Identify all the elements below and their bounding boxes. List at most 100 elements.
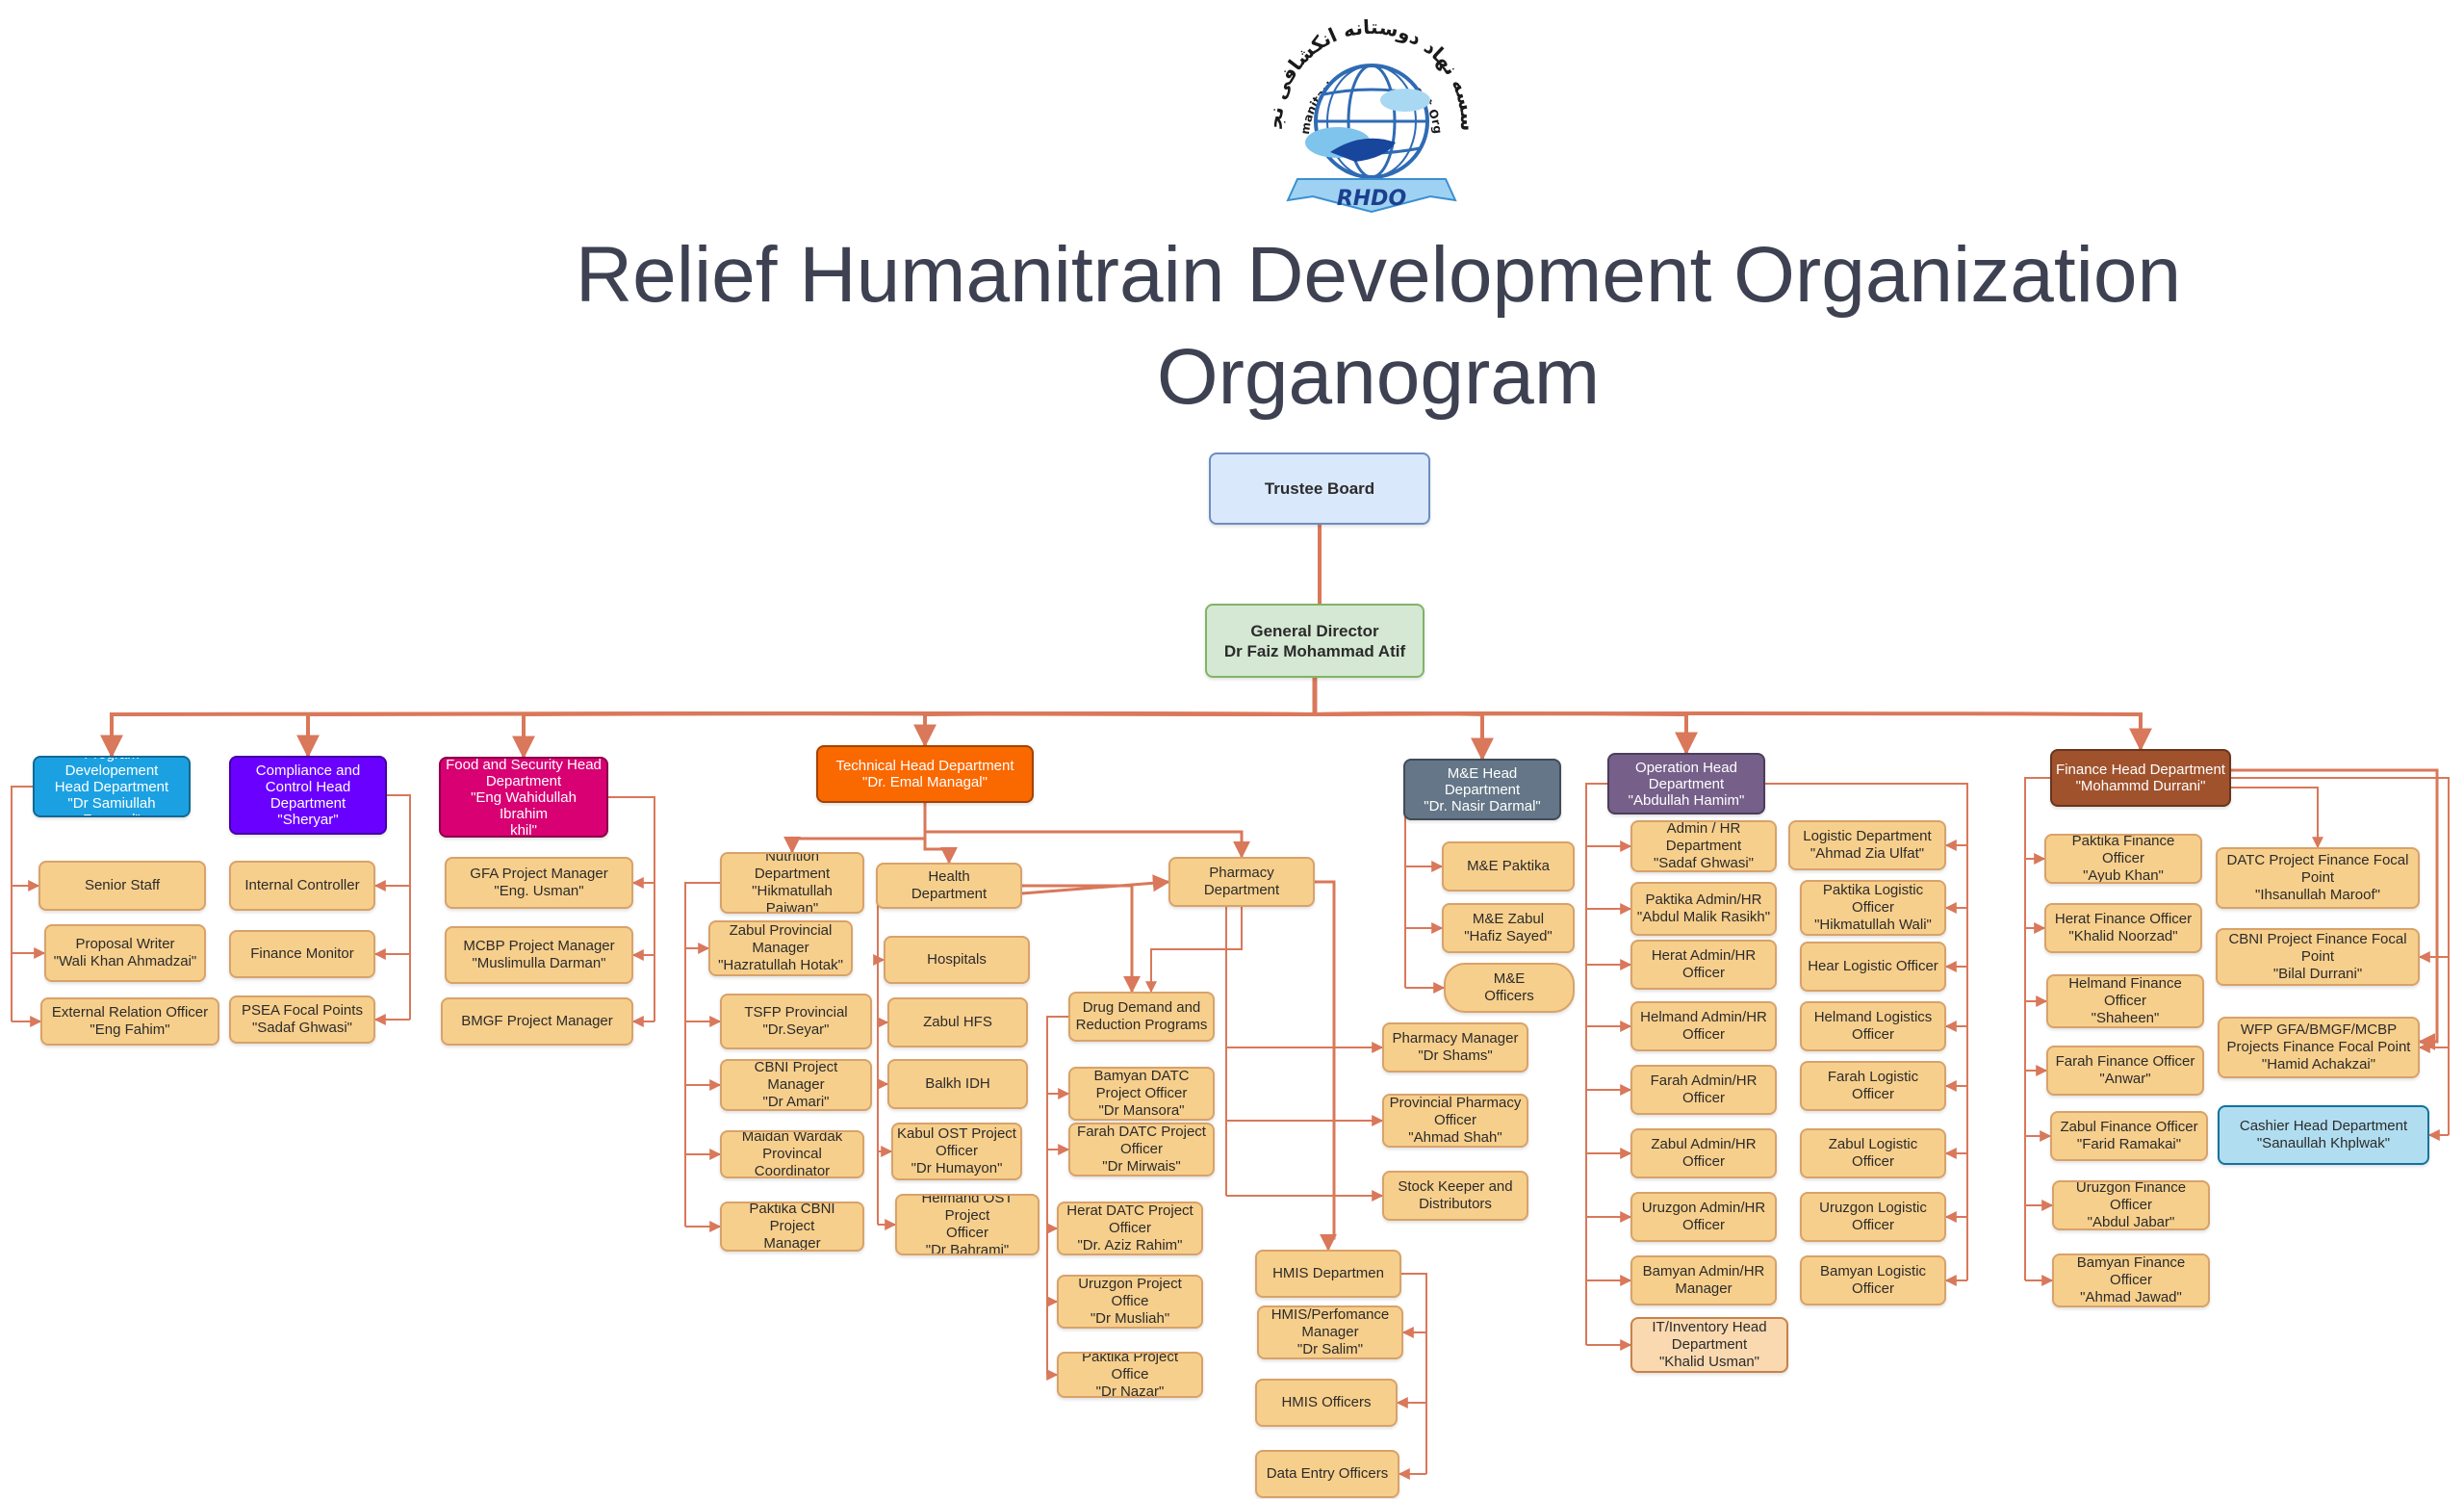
node-mcbp-pm: MCBP Project Manager "Muslimulla Darman" xyxy=(445,926,633,984)
node-drug-demand: Drug Demand and Reduction Programs xyxy=(1068,992,1215,1042)
node-zabul-hfs: Zabul HFS xyxy=(887,997,1028,1047)
node-bmgf-pm: BMGF Project Manager xyxy=(441,997,633,1046)
connector-spine-health xyxy=(876,885,879,1225)
node-me-zabul: M&E Zabul "Hafiz Sayed" xyxy=(1442,903,1575,953)
node-uruzgon-log: Uruzgon Logistic Officer xyxy=(1800,1192,1946,1242)
node-herat-datc: Herat DATC Project Officer "Dr. Aziz Rah… xyxy=(1057,1202,1203,1255)
node-wfp-ffp: WFP GFA/BMGF/MCBP Projects Finance Focal… xyxy=(2218,1017,2420,1078)
node-me-officers: M&E Officers xyxy=(1444,963,1575,1013)
node-datc-ffp: DATC Project Finance Focal Point "Ihsanu… xyxy=(2216,847,2420,909)
node-me-paktika: M&E Paktika xyxy=(1442,841,1575,892)
node-logistic-dep: Logistic Department "Ahmad Zia Ulfat" xyxy=(1788,820,1946,870)
node-helmand-admin: Helmand Admin/HR Officer xyxy=(1630,1001,1777,1051)
node-tech-head: Technical Head Department "Dr. Emal Mana… xyxy=(816,745,1034,803)
node-fin-head: Finance Head Department "Mohammd Durrani… xyxy=(2050,749,2231,807)
node-hmis-perf: HMIS/Perfomance Manager "Dr Salim" xyxy=(1257,1305,1403,1359)
node-proposal-writer: Proposal Writer "Wali Khan Ahmadzai" xyxy=(44,924,206,982)
node-bamyan-datc: Bamyan DATC Project Officer "Dr Mansora" xyxy=(1068,1067,1215,1121)
connector-spine-prog-head xyxy=(11,786,33,1021)
node-me-head: M&E Head Department "Dr. Nasir Darmal" xyxy=(1403,759,1561,820)
node-paktika-log: Paktika Logistic Officer "Hikmatullah Wa… xyxy=(1800,880,1946,936)
connector-director-op-head xyxy=(1314,711,1698,756)
node-uruzgon-fin: Uruzgon Finance Officer "Abdul Jabar" xyxy=(2052,1180,2210,1230)
connector-tech-nutrition xyxy=(783,803,927,854)
node-gfa-pm: GFA Project Manager "Eng. Usman" xyxy=(445,857,633,909)
node-zabul-fin: Zabul Finance Officer "Farid Ramakai" xyxy=(2050,1111,2208,1161)
connector-fin-datc xyxy=(2231,787,2323,849)
connector-health-drug xyxy=(1022,884,1141,994)
node-op-head: Operation Head Department "Abdullah Hami… xyxy=(1607,753,1765,814)
node-health: Health Department xyxy=(876,863,1022,909)
node-nutrition: Nutrition Department "Hikmatullah Paiwan… xyxy=(720,852,864,914)
connector-director-comp-head xyxy=(296,711,1316,759)
node-herat-log: Hear Logistic Officer xyxy=(1800,942,1946,992)
node-zabul-log: Zabul Logistic Officer xyxy=(1800,1128,1946,1178)
node-herat-fin: Herat Finance Officer "Khalid Noorzad" xyxy=(2044,903,2202,953)
node-prov-pharm: Provincial Pharmacy Officer "Ahmad Shah" xyxy=(1382,1094,1528,1148)
node-farah-datc: Farah DATC Project Officer "Dr Mirwais" xyxy=(1068,1123,1215,1176)
node-balkh-idh: Balkh IDH xyxy=(887,1059,1028,1109)
connector-rspine-hmis-dep xyxy=(1401,1273,1427,1474)
node-bamyan-admin: Bamyan Admin/HR Manager xyxy=(1630,1255,1777,1305)
node-farah-log: Farah Logistic Officer xyxy=(1800,1061,1946,1111)
node-prog-head: Program Developement Head Department "Dr… xyxy=(33,756,191,817)
node-helmand-fin: Helmand Finance Officer "Shaheen" xyxy=(2046,974,2204,1028)
node-comp-head: Compliance and Control Head Department "… xyxy=(229,756,387,835)
node-bamyan-fin: Bamyan Finance Officer "Ahmad Jawad" xyxy=(2052,1253,2210,1307)
connector-director-me-head xyxy=(1314,711,1494,762)
node-pharm-manager: Pharmacy Manager "Dr Shams" xyxy=(1382,1022,1528,1073)
node-uruzgon-admin: Uruzgon Admin/HR Officer xyxy=(1630,1192,1777,1242)
node-zabul-pm: Zabul Provincial Manager "Hazratullah Ho… xyxy=(708,920,853,976)
node-cbni-pm: CBNI Project Manager "Dr Amari" xyxy=(720,1059,872,1111)
connector-pharmacy-drug xyxy=(1145,907,1243,994)
node-finance-monitor: Finance Monitor xyxy=(229,930,375,978)
node-psea: PSEA Focal Points "Sadaf Ghwasi" xyxy=(229,995,375,1044)
connector-health-pharmacy xyxy=(1021,874,1170,895)
connector-tech-pharmacy xyxy=(925,830,1250,859)
svg-text:RHDO: RHDO xyxy=(1337,187,1406,211)
node-zabul-admin: Zabul Admin/HR Officer xyxy=(1630,1128,1777,1178)
node-tsfp: TSFP Provincial "Dr.Seyar" xyxy=(720,994,872,1049)
node-helmand-ost: Helmand OST Project Officer "Dr Bahrami" xyxy=(895,1194,1040,1255)
node-farah-admin: Farah Admin/HR Officer xyxy=(1630,1065,1777,1115)
connector-spine-op-head xyxy=(1585,783,1607,1345)
node-cashier: Cashier Head Department "Sanaullah Khplw… xyxy=(2218,1105,2429,1165)
connector-tech-health xyxy=(923,803,958,865)
node-herat-admin: Herat Admin/HR Officer xyxy=(1630,940,1777,990)
connector-rspine-comp-head xyxy=(387,794,411,1020)
node-internal-controller: Internal Controller xyxy=(229,861,375,911)
node-pharmacy: Pharmacy Department xyxy=(1168,857,1315,907)
connector-director-fin-head xyxy=(1314,711,2152,752)
node-stock-keeper: Stock Keeper and Distributors xyxy=(1382,1171,1528,1221)
node-admin-hr: Admin / HR Department "Sadaf Ghwasi" xyxy=(1630,820,1777,872)
node-paktika-po: Paktika Project Office "Dr Nazar" xyxy=(1057,1352,1203,1398)
node-trustee: Trustee Board xyxy=(1209,452,1430,525)
node-helmand-log: Helmand Logistics Officer xyxy=(1800,1001,1946,1051)
connector-pharmacy-hmis xyxy=(1315,880,1337,1252)
node-hmis-officers: HMIS Officers xyxy=(1255,1379,1398,1427)
connector-rspine-food-head xyxy=(608,796,655,1021)
node-hospitals: Hospitals xyxy=(884,936,1030,984)
page-subtitle: Organogram xyxy=(1156,333,1601,421)
node-food-head: Food and Security Head Department "Eng W… xyxy=(439,757,608,838)
node-paktika-admin: Paktika Admin/HR "Abdul Malik Rasikh" xyxy=(1630,882,1777,936)
page-title: Relief Humanitrain Development Organizat… xyxy=(575,231,2182,319)
node-paktika-cbni: Paktika CBNI Project Manager xyxy=(720,1202,864,1252)
node-paktika-fin: Paktika Finance Officer "Ayub Khan" xyxy=(2044,834,2202,884)
node-kabul-ost: Kabul OST Project Officer "Dr Humayon" xyxy=(891,1123,1022,1180)
node-director: General Director Dr Faiz Mohammad Atif xyxy=(1205,604,1424,678)
connector-spine-pharmacy xyxy=(1222,881,1227,1196)
node-farah-fin: Farah Finance Officer "Anwar" xyxy=(2046,1046,2204,1096)
connector-director-tech-head xyxy=(913,711,1316,748)
node-maidan: Maidan Wardak Provincal Coordinator xyxy=(720,1130,864,1178)
node-bamyan-log: Bamyan Logistic Officer xyxy=(1800,1255,1946,1305)
node-data-entry: Data Entry Officers xyxy=(1255,1450,1399,1498)
node-uruzgon-po: Uruzgon Project Office "Dr Musliah" xyxy=(1057,1275,1203,1329)
node-external-relation: External Relation Officer "Eng Fahim" xyxy=(40,997,219,1046)
node-senior-staff: Senior Staff xyxy=(38,861,206,911)
rhdo-logo: موسسه نهاد دوستانه انکشافی نجات Relief H… xyxy=(1242,8,1479,214)
node-hmis-dep: HMIS Departmen xyxy=(1255,1250,1401,1298)
node-cbni-ffp: CBNI Project Finance Focal Point "Bilal … xyxy=(2216,928,2420,986)
connector-director-prog-head xyxy=(100,711,1316,759)
